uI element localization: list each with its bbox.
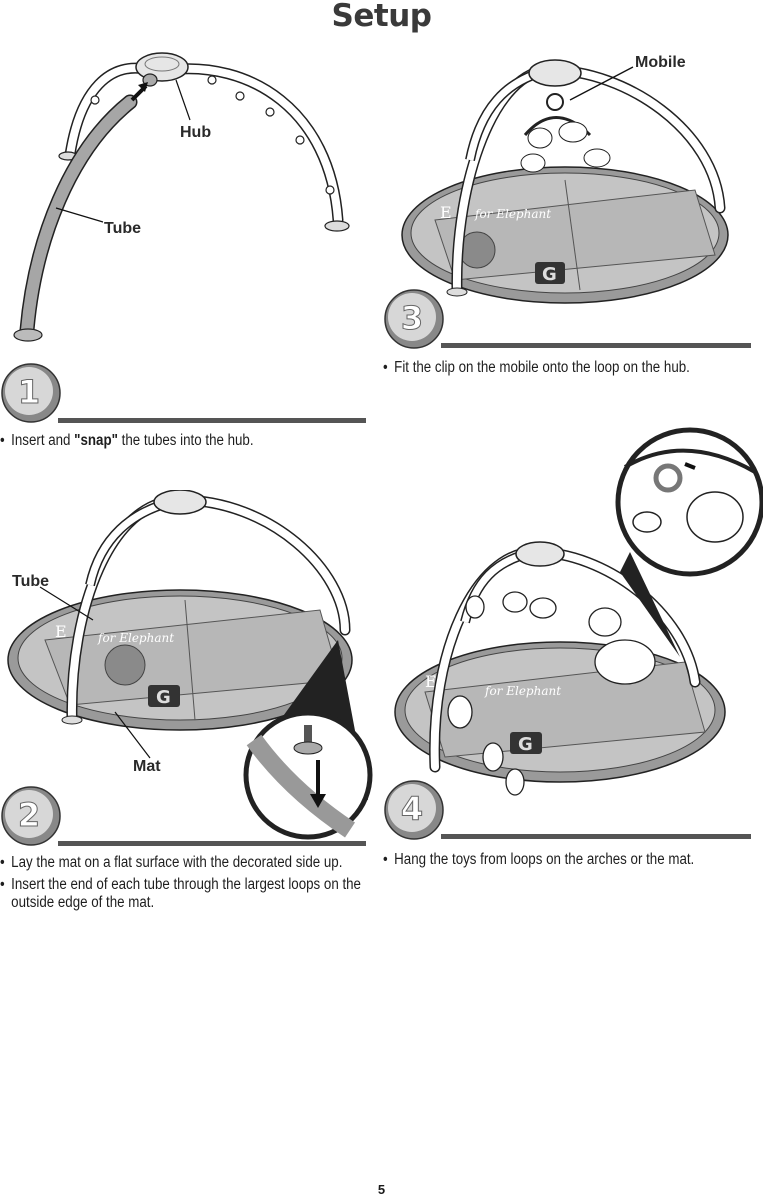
mobile-label: Mobile <box>635 54 686 71</box>
hub-label: Hub <box>180 124 211 141</box>
list-item: Fit the clip on the mobile onto the loop… <box>383 359 710 377</box>
step-4-instructions: Hang the toys from loops on the arches o… <box>383 851 710 869</box>
svg-text:for Elephant: for Elephant <box>474 207 551 221</box>
svg-text:for Elephant: for Elephant <box>484 684 561 698</box>
step-2-illustration: E for Elephant G Tube Mat <box>7 490 373 840</box>
svg-text:G: G <box>542 264 557 285</box>
svg-text:E: E <box>425 672 437 691</box>
step-3-instructions: Fit the clip on the mobile onto the loop… <box>383 359 710 377</box>
list-item: Insert and "snap" the tubes into the hub… <box>0 432 361 450</box>
tube-label-step2: Tube <box>12 573 49 590</box>
step-2-instructions: Lay the mat on a flat surface with the d… <box>0 854 361 912</box>
step-4-marker: 4 <box>384 780 751 840</box>
page-title: Setup <box>331 0 432 34</box>
svg-text:G: G <box>156 687 171 708</box>
tube-label: Tube <box>104 220 141 237</box>
svg-text:G: G <box>518 734 533 755</box>
step-3-illustration: E for Elephant G Mobile <box>401 54 729 304</box>
step-3-marker: 3 <box>384 289 751 349</box>
svg-text:E: E <box>440 203 452 222</box>
svg-text:1: 1 <box>18 373 40 411</box>
step-2-marker: 2 <box>1 786 366 846</box>
svg-text:4: 4 <box>401 790 423 828</box>
mat-label: Mat <box>133 758 161 775</box>
step-1-instructions: Insert and "snap" the tubes into the hub… <box>0 432 361 450</box>
list-item: Insert the end of each tube through the … <box>0 876 361 912</box>
list-item: Hang the toys from loops on the arches o… <box>383 851 710 869</box>
step-4-illustration: E for Elephant G <box>394 427 763 796</box>
step-1-marker: 1 <box>1 363 366 423</box>
list-item: Lay the mat on a flat surface with the d… <box>0 854 361 872</box>
svg-text:2: 2 <box>18 796 40 834</box>
svg-text:for Elephant: for Elephant <box>97 631 174 645</box>
step-1-illustration: Hub Tube <box>13 52 350 342</box>
page-number: 5 <box>377 1182 386 1197</box>
svg-text:E: E <box>55 622 67 641</box>
svg-text:3: 3 <box>401 299 423 337</box>
